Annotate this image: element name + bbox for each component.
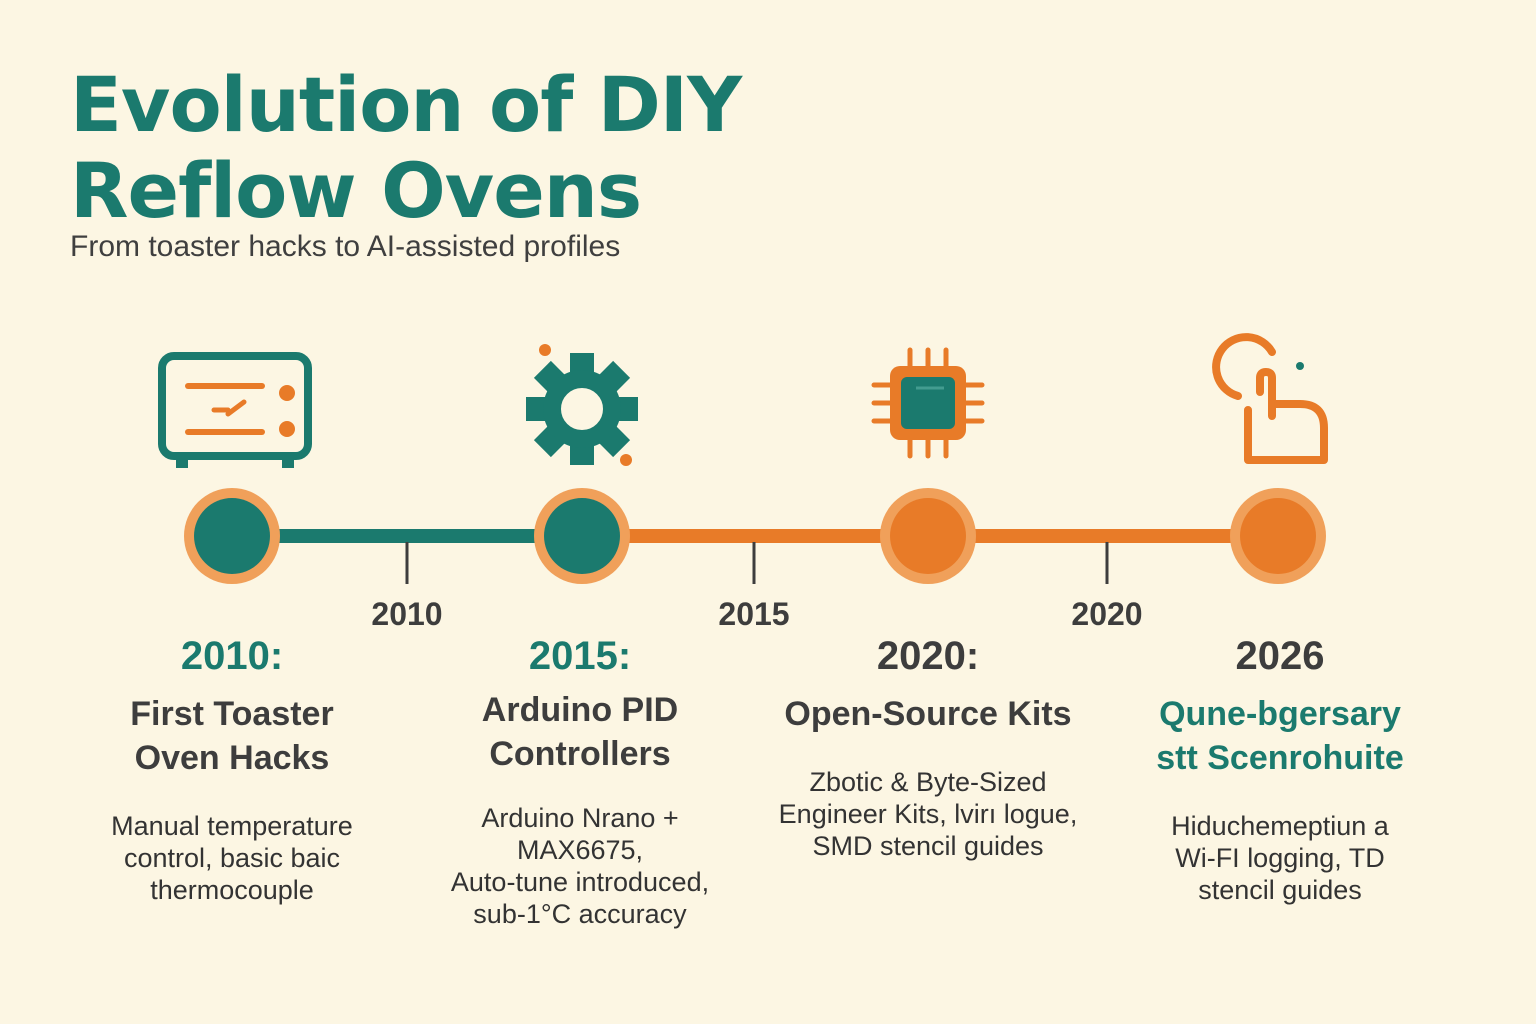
milestone-2026: 2026 Qune-bgersary stt Scenrohuite Hiduc… xyxy=(1118,632,1442,906)
microchip-icon xyxy=(871,347,985,459)
milestone-title: Open-Source Kits xyxy=(758,692,1098,736)
title-line-2: Reflow Ovens xyxy=(70,146,642,235)
milestone-title: Arduino PID Controllers xyxy=(420,688,740,776)
desc-line: MAX6675, xyxy=(516,835,644,865)
timeline-node-2026 xyxy=(1230,488,1326,584)
desc-line: Hiduchemeptiun a xyxy=(1171,811,1389,841)
milestone-title-line-2: Controllers xyxy=(489,735,671,773)
milestone-year: 2020: xyxy=(876,634,980,678)
milestone-2010: 2010: First Toaster Oven Hacks Manual te… xyxy=(82,632,382,906)
touch-hand-icon xyxy=(1212,333,1328,464)
milestone-title: First Toaster Oven Hacks xyxy=(82,692,382,780)
timeline-node-2010 xyxy=(184,488,280,584)
milestone-title: Qune-bgersary stt Scenrohuite xyxy=(1118,692,1442,780)
desc-line: thermocouple xyxy=(150,875,314,905)
milestone-title-line-1: Arduino PID xyxy=(481,691,679,729)
milestone-2015: 2015: Arduino PID Controllers Arduino Nr… xyxy=(420,632,740,930)
milestone-year: 2026 xyxy=(1235,634,1325,678)
gear-icon xyxy=(526,344,638,466)
tick-label-2020: 2020 xyxy=(1071,596,1143,632)
toaster-oven-icon xyxy=(158,352,312,468)
tick-label-2015: 2015 xyxy=(718,596,790,632)
milestone-description: Manual temperature control, basic baic t… xyxy=(82,810,382,906)
page-subtitle: From toaster hacks to AI-assisted profil… xyxy=(70,230,621,263)
desc-line: Auto-tune introduced, xyxy=(450,867,710,897)
desc-line: SMD stencil guides xyxy=(812,831,1044,861)
desc-line: sub-1°C accuracy xyxy=(473,899,687,929)
timeline-node-2015 xyxy=(534,488,630,584)
timeline-node-2020 xyxy=(880,488,976,584)
milestone-year: 2015: xyxy=(528,634,632,678)
milestone-2020: 2020: Open-Source Kits Zbotic & Byte-Siz… xyxy=(758,632,1098,862)
desc-line: Wi-FI logging, TD xyxy=(1175,843,1385,873)
desc-line: Zbotic & Byte-Sized xyxy=(809,767,1047,797)
milestone-title-line-1: Qune-bgersary xyxy=(1159,695,1401,733)
tick-label-2010: 2010 xyxy=(371,596,443,632)
desc-line: Manual temperature xyxy=(111,811,353,841)
milestone-title-line-2: stt Scenrohuite xyxy=(1156,739,1404,777)
desc-line: control, basic baic xyxy=(123,843,341,873)
desc-line: stencil guides xyxy=(1198,875,1362,905)
desc-line: Arduino Nrano + xyxy=(481,803,679,833)
milestone-description: Hiduchemeptiun a Wi-FI logging, TD stenc… xyxy=(1118,810,1442,906)
milestone-title-line-1: Open-Source Kits xyxy=(784,695,1072,733)
milestone-description: Arduino Nrano + MAX6675, Auto-tune intro… xyxy=(420,802,740,930)
page-title: Evolution of DIY Reflow Ovens xyxy=(70,60,742,235)
milestone-description: Zbotic & Byte-Sized Engineer Kits, lvirı… xyxy=(758,766,1098,862)
milestone-title-line-1: First Toaster xyxy=(130,695,334,733)
milestone-title-line-2: Oven Hacks xyxy=(134,739,330,777)
title-line-1: Evolution of DIY xyxy=(70,60,742,149)
milestone-year: 2010: xyxy=(180,634,284,678)
desc-line: Engineer Kits, lvirı logue, xyxy=(778,799,1078,829)
